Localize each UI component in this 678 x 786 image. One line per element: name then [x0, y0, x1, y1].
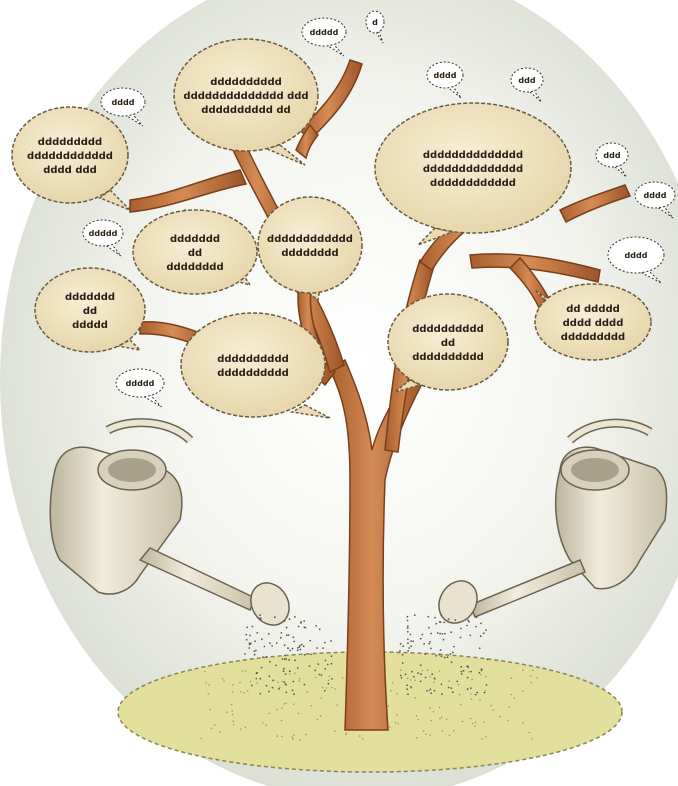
speech-bubble-text: dd	[188, 248, 202, 259]
speech-bubble-text: dddddddddd	[412, 324, 484, 335]
speech-bubble-text: dddddddddddddd	[423, 150, 523, 161]
speech-bubble-text: dddddddddd	[217, 368, 289, 379]
speech-bubble-b5: dddddddddddddd	[34, 267, 146, 353]
small-bubble-text: dddd	[644, 191, 667, 200]
small-bubble-text: dddd	[112, 98, 135, 107]
speech-bubble-text: dddd ddd	[43, 165, 97, 176]
small-bubble-text: ddd	[518, 76, 535, 85]
small-bubble-text: dddd	[434, 71, 457, 80]
small-speech-bubble-s1: ddddd	[301, 17, 347, 57]
speech-bubble-text: dddddddddddd	[27, 151, 113, 162]
speech-bubble-text: ddddddddd	[38, 137, 102, 148]
speech-bubble-text: dddddddddd	[210, 77, 282, 88]
small-bubble-text: ddd	[603, 151, 620, 160]
speech-bubble-text: ddddd	[72, 320, 108, 331]
small-bubble-text: dddd	[625, 251, 648, 260]
speech-bubble-text: dddd dddd	[563, 318, 624, 329]
speech-bubble-text: ddddddd	[65, 292, 115, 303]
speech-bubble-text: dd	[83, 306, 97, 317]
small-speech-bubble-s8: ddddd	[82, 219, 124, 257]
speech-bubble-text: dddddddddd	[217, 354, 289, 365]
speech-bubble-text: dddddddddddd	[430, 178, 516, 189]
speech-bubble-text: dd	[441, 338, 455, 349]
speech-bubble-text: dddddddddddd	[267, 234, 353, 245]
small-speech-bubble-s2: dddd	[100, 87, 146, 127]
speech-bubble-text: dddddddddd dd	[201, 105, 290, 116]
speech-bubble-text: dddddddd	[281, 248, 338, 259]
water-spray	[244, 614, 489, 696]
watering-can-left-icon	[49, 418, 290, 626]
speech-bubble-text: dddddddd	[166, 262, 223, 273]
small-speech-bubble-s4: dddd	[426, 61, 464, 99]
speech-bubble-text: dd ddddd	[566, 304, 620, 315]
soil-dots	[200, 669, 538, 741]
speech-bubble-text: ddddddddd	[561, 332, 625, 343]
small-speech-bubble-s5: ddd	[510, 67, 544, 103]
watering-can-right-icon	[438, 418, 668, 624]
small-speech-bubble-s9: dddd	[607, 236, 665, 284]
small-bubble-text: d	[372, 18, 378, 27]
speech-bubble-text: dddddddddd	[412, 352, 484, 363]
speech-bubble-text: dddddddddddddd ddd	[183, 91, 308, 102]
small-speech-bubble-s7: dddd	[634, 181, 676, 219]
speech-bubble-text: dddddddddddddd	[423, 164, 523, 175]
small-speech-bubble-s6: ddd	[595, 142, 629, 178]
speech-bubble-b2: dddddddddd dddddddddddddd ddd dddddddddd d…	[173, 38, 319, 166]
speech-bubble-text: ddddddd	[170, 234, 220, 245]
speech-bubble-b10: dd ddddd dddd dddd ddddddddd	[534, 283, 652, 361]
small-speech-bubble-s3: d	[365, 10, 385, 44]
speech-bubble-b6: dddddddddd dddddddddd	[180, 312, 331, 419]
small-bubble-text: ddddd	[126, 379, 155, 388]
small-bubble-text: ddddd	[310, 28, 339, 37]
small-speech-bubble-s10: ddddd	[115, 368, 165, 408]
small-bubble-text: ddddd	[89, 229, 118, 238]
